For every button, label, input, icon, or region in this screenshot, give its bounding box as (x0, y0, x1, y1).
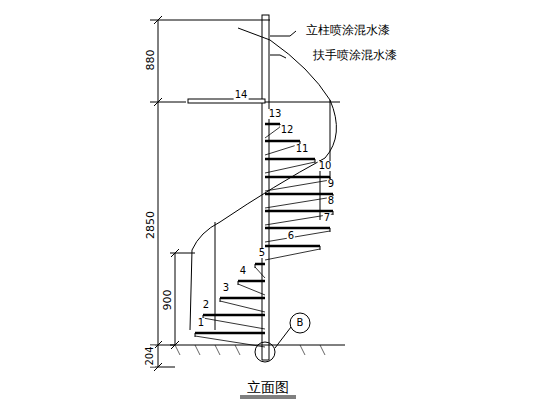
stair-tread (265, 123, 280, 126)
stair-tread (265, 227, 330, 230)
stair-tread (220, 298, 221, 302)
stair-tread (195, 333, 196, 337)
stair-tread (265, 210, 333, 213)
stair-tread (265, 231, 330, 242)
step-number: 1 (197, 318, 205, 328)
step-number: 14 (234, 90, 249, 100)
step-number: 3 (222, 283, 230, 293)
stair-tread (265, 158, 315, 161)
step-number: 7 (323, 213, 331, 223)
stair-tread (238, 280, 265, 283)
step-number: 11 (295, 144, 310, 154)
stair-tread (255, 264, 256, 268)
stair-tread (265, 176, 330, 179)
stair-tread (238, 284, 265, 295)
step-number: 8 (327, 196, 335, 206)
step-number: 13 (268, 109, 283, 119)
stair-tread (265, 162, 315, 173)
step-number: 12 (280, 125, 295, 135)
note-label: 立柱喷涂混水漆 (305, 24, 391, 36)
stair-tread (220, 301, 265, 312)
stair-tread (203, 318, 265, 329)
stair-tread (330, 228, 331, 232)
stair-tread (195, 332, 265, 335)
stair-tread (265, 140, 300, 143)
caption: 立面图 (246, 380, 290, 394)
stair-tread (333, 211, 334, 215)
dimension: 880 (145, 49, 156, 72)
stair-tread (255, 267, 265, 278)
stair-tread (265, 127, 280, 138)
step-number: 2 (202, 300, 210, 310)
stair-tread (265, 197, 333, 208)
dimension: 900 (162, 289, 173, 312)
stair-tread (265, 193, 333, 196)
stair-tread (195, 336, 265, 347)
step-number: 4 (239, 266, 247, 276)
stair-tread (203, 314, 265, 317)
callout-letter: B (296, 318, 305, 328)
dimension: 204 (145, 345, 155, 366)
step-number: 10 (318, 161, 333, 171)
step-number: 6 (287, 231, 295, 241)
step-number: 9 (327, 179, 335, 189)
dimension: 2850 (145, 210, 156, 240)
note-label: 扶手喷涂混水漆 (312, 49, 398, 61)
stair-tread (315, 159, 316, 163)
stair-tread (320, 246, 321, 250)
step-number: 5 (258, 248, 266, 258)
stair-tread (265, 249, 320, 260)
stair-tread (265, 245, 320, 248)
stair-tread (255, 263, 265, 266)
stair-tread (265, 214, 333, 225)
stair-tread (265, 180, 330, 191)
stair-tread (238, 281, 239, 285)
stair-tread (220, 297, 265, 300)
